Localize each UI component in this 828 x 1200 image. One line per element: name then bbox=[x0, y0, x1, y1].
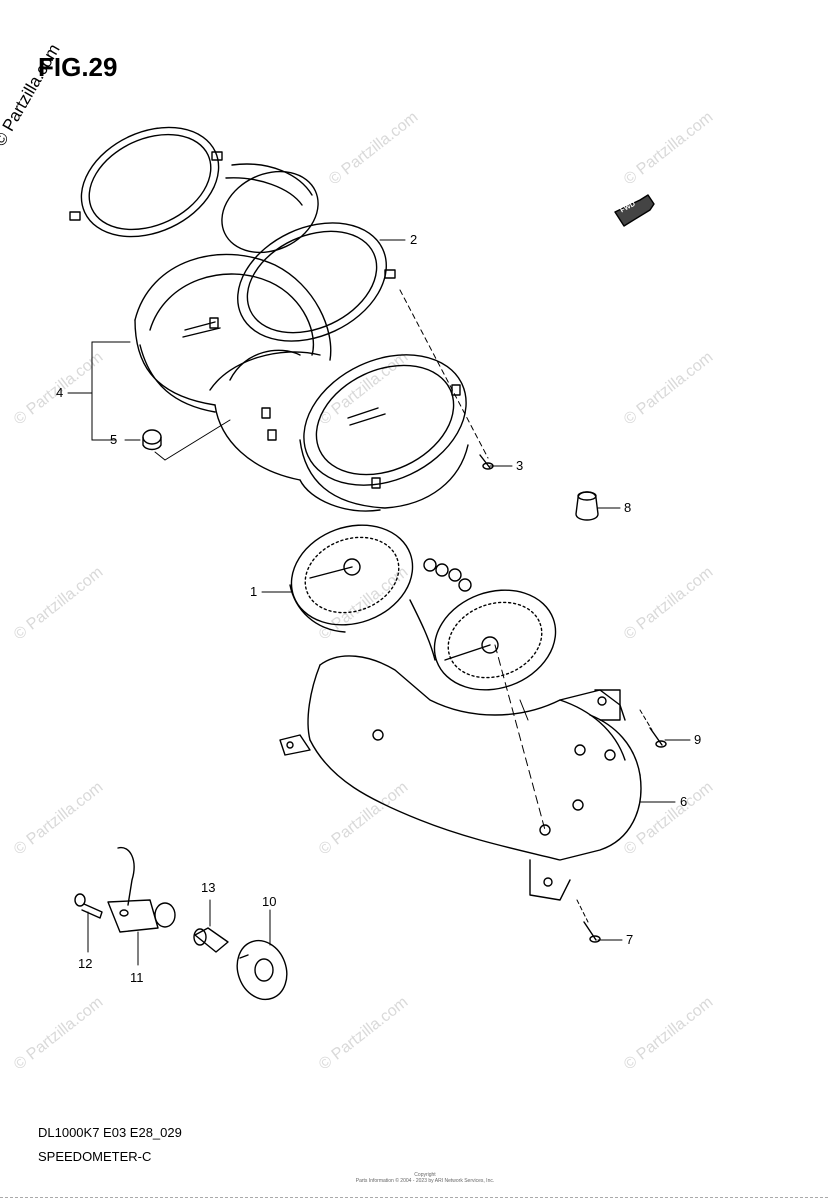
cap bbox=[575, 491, 599, 521]
copyright-line-1: Copyright bbox=[414, 1172, 436, 1178]
callout-6: 6 bbox=[680, 794, 688, 809]
sensor-rotor bbox=[236, 939, 288, 1001]
dial-assembly bbox=[289, 524, 557, 691]
callout-2: 2 bbox=[410, 232, 418, 247]
fwd-arrow bbox=[614, 194, 655, 227]
callout-3: 3 bbox=[516, 458, 524, 473]
leader-lines bbox=[67, 239, 691, 966]
bolt-12 bbox=[74, 893, 103, 919]
callout-12: 12 bbox=[78, 956, 93, 971]
speed-sensor bbox=[107, 846, 176, 933]
meter-case bbox=[134, 253, 469, 512]
screw-7 bbox=[583, 921, 601, 943]
grommet bbox=[142, 429, 162, 451]
copyright-line-2: Parts Information © 2004 - 2023 by ARI N… bbox=[355, 1178, 495, 1184]
callout-13: 13 bbox=[201, 880, 216, 895]
diagram-name: SPEEDOMETER-C bbox=[38, 1149, 152, 1164]
diagram-code: DL1000K7 E03 E28_029 bbox=[38, 1125, 182, 1140]
copyright-notice: Copyright Parts Information © 2004 - 202… bbox=[355, 1172, 495, 1184]
bezel-ring-2 bbox=[237, 222, 396, 342]
callout-11: 11 bbox=[130, 970, 144, 985]
callout-10: 10 bbox=[262, 894, 277, 909]
callout-8: 8 bbox=[624, 500, 632, 515]
screw bbox=[479, 454, 494, 470]
callout-4: 4 bbox=[56, 385, 64, 400]
figure-title: FIG.29 bbox=[38, 52, 118, 82]
callout-7: 7 bbox=[626, 932, 634, 947]
callout-1: 1 bbox=[250, 584, 258, 599]
callout-9: 9 bbox=[694, 732, 702, 747]
bezel-trim-ring bbox=[69, 126, 319, 254]
bolt-13 bbox=[193, 927, 229, 953]
callout-5: 5 bbox=[110, 432, 118, 447]
lower-case bbox=[279, 655, 642, 901]
screw-9 bbox=[649, 727, 667, 748]
page-border bbox=[0, 1197, 828, 1198]
